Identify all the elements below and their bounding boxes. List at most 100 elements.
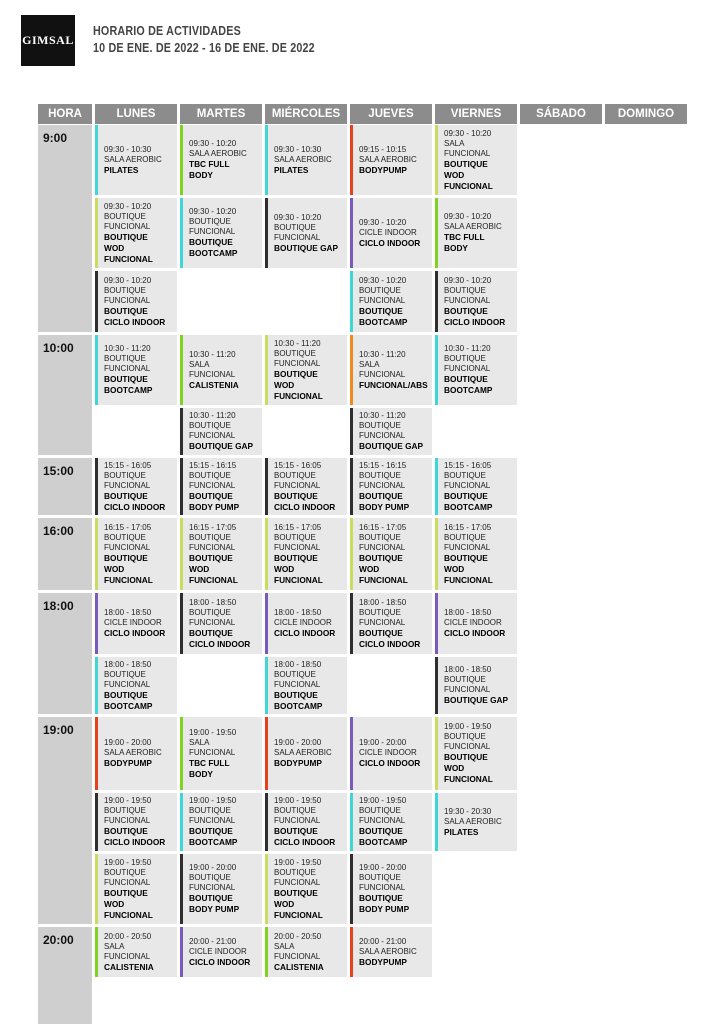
class-name: BOUTIQUE GAP	[444, 695, 509, 705]
column-header-row: HORA LUNES MARTES MIÉRCOLES JUEVES VIERN…	[0, 104, 724, 124]
hour-label: 19:00	[43, 723, 74, 737]
class-name: BOUTIQUE	[104, 887, 148, 898]
class-name: CICLO INDOOR	[444, 628, 506, 638]
class-time: 09:15 - 10:15	[359, 144, 407, 154]
class-name: FUNCIONAL/ABS	[359, 379, 428, 390]
class-name: CICLO INDOOR	[104, 628, 166, 638]
class-room: FUNCIONAL	[274, 951, 321, 961]
class-name: BOOTCAMP	[189, 837, 238, 847]
class-room: BOUTIQUE	[274, 348, 316, 358]
class-room: BOUTIQUE	[189, 532, 231, 542]
class-room: FUNCIONAL	[359, 883, 406, 892]
logo-text: GIMSAL	[22, 33, 74, 47]
hour-block-1900: 19:00	[38, 717, 92, 924]
class-name: CALISTENIA	[104, 961, 154, 972]
class-name: CICLO INDOOR	[189, 956, 251, 967]
class-name: BOUTIQUE	[104, 305, 148, 316]
class-time: 09:30 - 10:20	[274, 212, 322, 222]
class-name: BODY PUMP	[359, 501, 410, 512]
class-room: SALA AEROBIC	[274, 154, 332, 164]
class-room: FUNCIONAL	[359, 816, 406, 825]
class-name: BOUTIQUE	[359, 305, 403, 316]
class-name: BOUTIQUE	[274, 689, 318, 700]
class-name: BOUTIQUE	[189, 627, 233, 638]
class-name: BOUTIQUE	[359, 627, 403, 638]
class-room: FUNCIONAL	[274, 480, 321, 490]
class-name: TBC FULL	[444, 232, 485, 242]
class-room: FUNCIONAL	[444, 480, 491, 490]
class-room: FUNCIONAL	[189, 816, 236, 825]
class-name: CICLO INDOOR	[104, 837, 166, 847]
class-name: CICLO INDOOR	[274, 628, 336, 638]
class-name: BOUTIQUE	[444, 490, 488, 501]
hour-block-1000: 10:00	[38, 335, 92, 455]
class-name: BOUTIQUE GAP	[189, 441, 254, 451]
class-room: FUNCIONAL	[104, 877, 151, 887]
class-name: BOUTIQUE	[104, 826, 148, 836]
class-room: CICLE INDOOR	[104, 618, 162, 627]
class-room: FUNCIONAL	[359, 369, 406, 379]
class-name: BOOTCAMP	[444, 385, 493, 395]
class-name: CICLO INDOOR	[444, 316, 506, 327]
class-time: 10:30 - 11:20	[359, 349, 406, 359]
class-time: 18:00 - 18:50	[444, 665, 492, 674]
class-room: SALA AEROBIC	[274, 748, 332, 757]
class-time: 15:15 - 16:15	[189, 460, 237, 470]
page-title: HORARIO DE ACTIVIDADES	[93, 24, 241, 38]
class-name: BOOTCAMP	[359, 837, 408, 847]
class-room: FUNCIONAL	[274, 542, 321, 552]
class-name: BOUTIQUE	[359, 552, 403, 563]
class-room: SALA	[189, 359, 210, 369]
class-name: FUNCIONAL	[104, 909, 153, 920]
class-room: BOUTIQUE	[104, 806, 146, 815]
class-room: CICLE INDOOR	[189, 946, 247, 956]
class-room: BOUTIQUE	[274, 470, 316, 480]
class-room: FUNCIONAL	[104, 295, 151, 305]
class-time: 09:30 - 10:20	[444, 212, 492, 221]
class-time: 09:30 - 10:20	[444, 275, 492, 285]
class-room: SALA	[104, 941, 125, 951]
class-name: CICLO INDOOR	[359, 638, 421, 649]
class-room: BOUTIQUE	[274, 867, 316, 877]
class-time: 16:15 - 17:05	[189, 522, 237, 532]
class-room: SALA	[274, 941, 295, 951]
class-name: BODY PUMP	[189, 501, 240, 512]
class-time: 19:00 - 20:00	[274, 738, 322, 747]
class-name: BODY	[444, 243, 468, 253]
class-room: FUNCIONAL	[189, 369, 236, 379]
class-time: 15:15 - 16:05	[104, 460, 152, 470]
class-room: BOUTIQUE	[444, 354, 486, 363]
class-time: 16:15 - 17:05	[274, 522, 322, 532]
class-room: BOUTIQUE	[359, 873, 401, 882]
class-name: FUNCIONAL	[444, 774, 493, 784]
class-time: 19:00 - 20:00	[104, 738, 152, 747]
class-name: BOUTIQUE	[444, 552, 488, 563]
class-time: 20:00 - 20:50	[274, 931, 322, 941]
class-name: BOUTIQUE	[274, 490, 318, 501]
class-name: CALISTENIA	[189, 379, 239, 390]
class-room: FUNCIONAL	[189, 883, 236, 892]
class-name: BOUTIQUE	[444, 305, 488, 316]
class-name: BOUTIQUE	[104, 374, 148, 384]
class-name: CICLO INDOOR	[359, 237, 421, 248]
class-room: FUNCIONAL	[274, 358, 321, 368]
class-name: CALISTENIA	[274, 961, 324, 972]
class-time: 15:15 - 16:05	[274, 460, 322, 470]
class-name: FUNCIONAL	[189, 574, 238, 585]
class-time: 20:00 - 20:50	[104, 931, 152, 941]
class-name: WOD	[359, 563, 380, 574]
class-time: 10:30 - 11:20	[359, 411, 406, 420]
class-room: BOUTIQUE	[274, 806, 316, 815]
class-time: 18:00 - 18:50	[444, 608, 492, 617]
class-room: SALA AEROBIC	[104, 748, 162, 757]
